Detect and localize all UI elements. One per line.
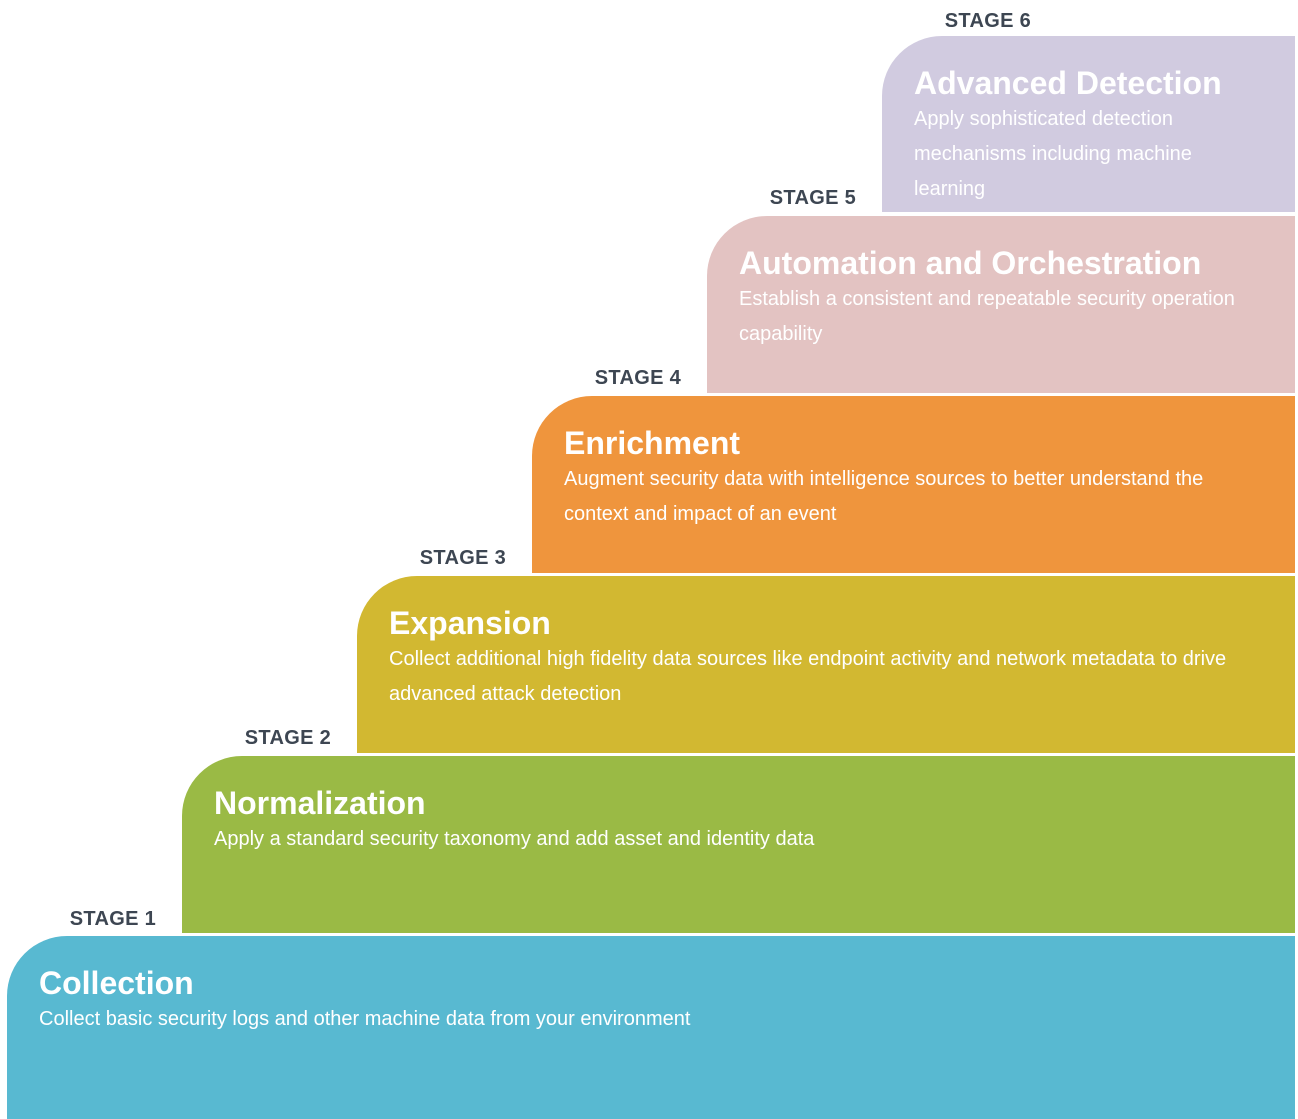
stage-3-description: Collect additional high fidelity data so… — [389, 648, 1227, 705]
stage-6-step: Advanced Detection Apply sophisticated d… — [882, 36, 1295, 212]
stage-5-step: Automation and Orchestration Establish a… — [707, 216, 1295, 393]
stage-4-description: Augment security data with intelligence … — [564, 468, 1204, 525]
stage-5-label: STAGE 5 — [769, 187, 856, 209]
stage-2-step: Normalization Apply a standard security … — [182, 756, 1295, 933]
stage-4-label: STAGE 4 — [594, 367, 681, 389]
stage-1-label: STAGE 1 — [69, 908, 156, 930]
stage-3-title: Expansion — [389, 605, 551, 641]
stage-2-title: Normalization — [214, 785, 426, 821]
stage-1-step: Collection Collect basic security logs a… — [7, 936, 1295, 1119]
stage-5-title: Automation and Orchestration — [739, 245, 1202, 281]
stage-6-label: STAGE 6 — [944, 10, 1031, 32]
stage-3-step: Expansion Collect additional high fideli… — [357, 576, 1295, 753]
stage-6-title: Advanced Detection — [914, 65, 1222, 101]
stage-1-title: Collection — [39, 965, 194, 1001]
stage-3-label: STAGE 3 — [419, 547, 506, 569]
stage-4-title: Enrichment — [564, 425, 741, 461]
stage-1-description: Collect basic security logs and other ma… — [39, 1008, 691, 1030]
stage-5-description: Establish a consistent and repeatable se… — [739, 288, 1235, 345]
stage-4-step: Enrichment Augment security data with in… — [532, 396, 1295, 573]
stage-2-label: STAGE 2 — [244, 727, 331, 749]
stage-6-description: Apply sophisticated detection mechanisms… — [914, 108, 1192, 200]
stage-2-description: Apply a standard security taxonomy and a… — [214, 828, 815, 850]
